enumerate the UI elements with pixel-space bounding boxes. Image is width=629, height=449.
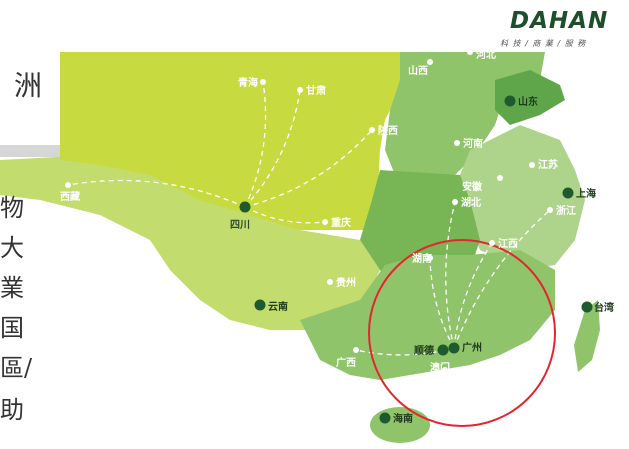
title-char: 洲 — [14, 69, 43, 102]
left-text-6: 助 — [0, 396, 24, 424]
region-east-coast — [460, 125, 585, 270]
city-dot-shanghai[interactable] — [562, 187, 574, 199]
region-northwest — [60, 52, 400, 230]
city-dot-hebei[interactable] — [467, 49, 473, 55]
city-dot-qinghai[interactable] — [260, 79, 266, 85]
city-dot-taiwan[interactable] — [581, 301, 593, 313]
route-sichuan-qinghai — [244, 81, 267, 208]
city-label-zhejiang: 浙江 — [556, 204, 576, 217]
city-dot-gansu[interactable] — [297, 87, 303, 93]
city-label-jiangsu: 江苏 — [538, 158, 558, 171]
city-dot-sichuan[interactable] — [239, 201, 251, 213]
left-text-3: 業 — [0, 274, 24, 302]
route-sichuan-chongqing — [244, 206, 326, 224]
logo-tagline: 科 技 / 商 業 / 服 務 — [500, 39, 587, 48]
region-shandong — [495, 70, 565, 125]
city-dot-zhejiang[interactable] — [547, 207, 553, 213]
city-label-shanghai: 上海 — [576, 187, 596, 200]
left-text-4: 国 — [0, 314, 24, 342]
city-dot-guangxi[interactable] — [353, 347, 359, 353]
route-guangzhou-hunan — [429, 257, 455, 349]
city-label-hubei: 湖北 — [461, 196, 481, 209]
city-dot-henan[interactable] — [454, 140, 460, 146]
city-label-guizhou: 贵州 — [336, 276, 356, 289]
city-dot-aomen[interactable] — [442, 367, 448, 373]
city-label-gansu: 甘肃 — [306, 84, 326, 97]
city-dot-jiangxi[interactable] — [489, 240, 495, 246]
route-sichuan-shaanxi — [244, 129, 373, 208]
city-dot-guizhou[interactable] — [327, 279, 333, 285]
island-taiwan — [574, 300, 600, 372]
logo-wordmark: DAHAN — [510, 8, 609, 34]
left-text-5: 區/ — [0, 354, 33, 382]
city-label-xizang: 西藏 — [60, 190, 80, 203]
city-label-yunnan: 云南 — [268, 300, 288, 313]
city-label-shandong: 山东 — [518, 95, 538, 108]
region-south — [300, 250, 555, 380]
route-sichuan-gansu — [244, 89, 301, 208]
island-hainan — [370, 407, 430, 443]
city-label-qinghai: 青海 — [238, 76, 258, 89]
city-label-taiwan: 台湾 — [594, 301, 614, 314]
city-dot-hainan[interactable] — [379, 412, 391, 424]
city-dot-hubei[interactable] — [452, 199, 458, 205]
left-text-1: 物 — [0, 194, 24, 222]
highlight-circle — [368, 239, 556, 427]
city-label-shanxi: 山西 — [408, 64, 428, 77]
city-dot-shunde[interactable] — [437, 344, 449, 356]
city-label-shunde: 顺德 — [414, 344, 434, 357]
left-text-2: 大 — [0, 234, 24, 262]
city-label-hebei: 河北 — [476, 48, 496, 61]
city-dot-anhui[interactable] — [497, 175, 503, 181]
city-dot-shandong[interactable] — [504, 95, 516, 107]
city-dot-hunan[interactable] — [427, 255, 433, 261]
city-dot-yunnan[interactable] — [254, 299, 266, 311]
city-label-jiangxi: 江西 — [498, 237, 518, 250]
region-southwest — [0, 150, 380, 330]
route-sichuan-xizang — [67, 179, 246, 208]
city-label-hunan: 湖南 — [412, 252, 432, 265]
city-label-anhui: 安徽 — [462, 180, 483, 193]
city-dot-jiangsu[interactable] — [529, 162, 535, 168]
city-label-guangzhou: 广州 — [462, 341, 482, 354]
city-label-chongqing: 重庆 — [331, 216, 351, 229]
route-guangzhou-jiangxi — [453, 242, 493, 349]
city-dot-shanxi[interactable] — [427, 59, 433, 65]
city-label-aomen: 澳门 — [430, 361, 450, 374]
city-dot-xizang[interactable] — [65, 182, 71, 188]
city-dot-chongqing[interactable] — [322, 219, 328, 225]
city-label-hainan: 海南 — [393, 412, 413, 425]
route-guangzhou-hubei — [445, 201, 456, 349]
route-guangzhou-zhejiang — [453, 209, 551, 349]
city-label-sichuan: 四川 — [230, 219, 250, 231]
city-label-guangxi: 广西 — [336, 356, 356, 369]
city-dot-guangzhou[interactable] — [448, 342, 460, 354]
city-label-shaanxi: 陕西 — [378, 124, 398, 137]
city-label-henan: 河南 — [463, 137, 483, 150]
city-dot-shaanxi[interactable] — [369, 127, 375, 133]
